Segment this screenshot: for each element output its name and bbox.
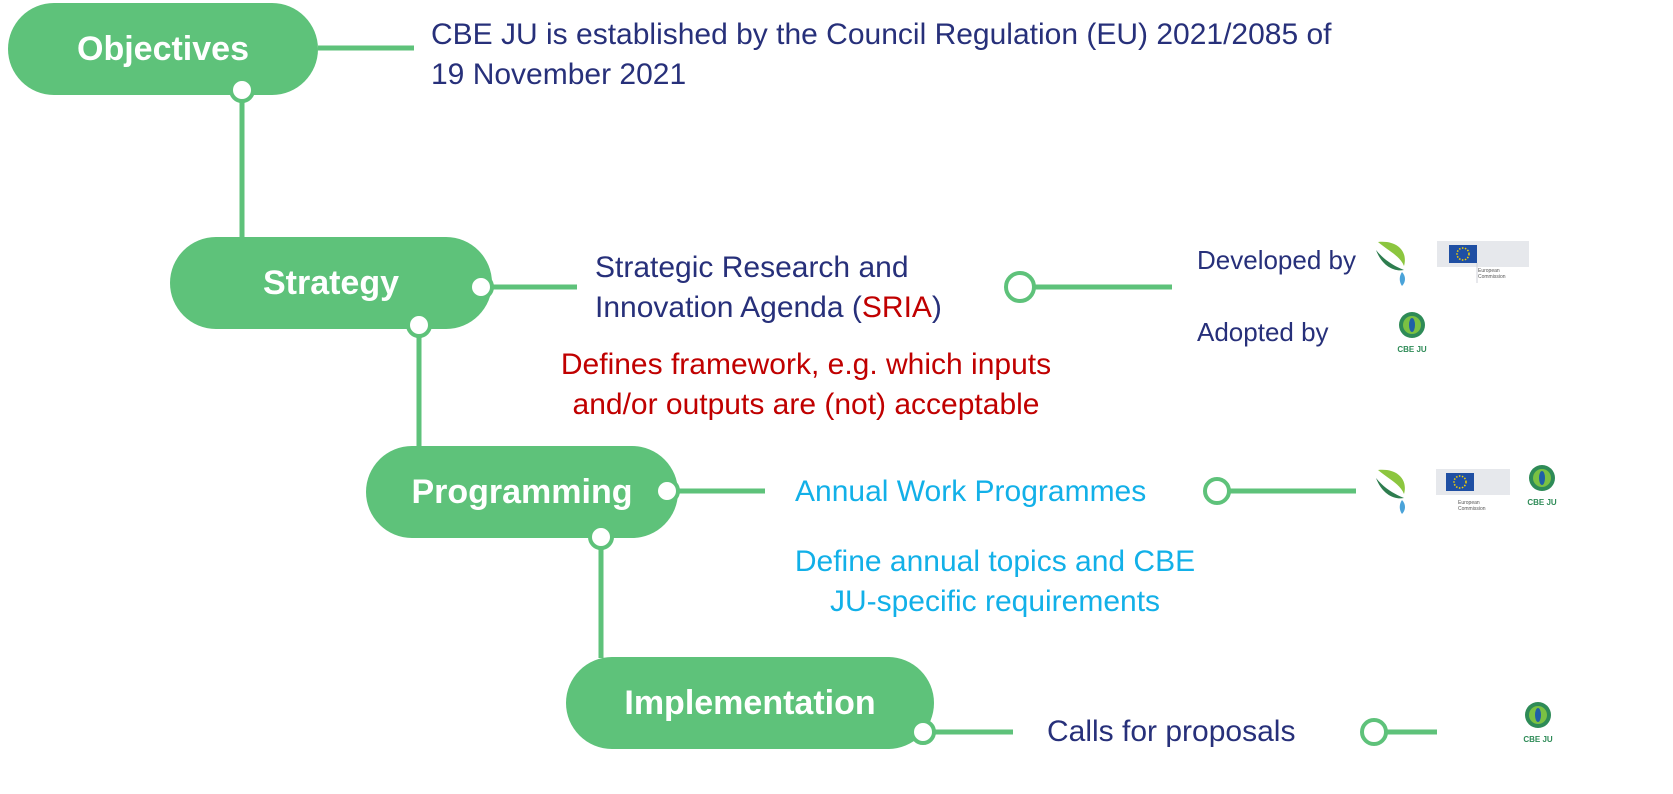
objectives-description: CBE JU is established by the Council Reg… (431, 15, 1631, 95)
ec-logo-caption: European Commission (1478, 268, 1506, 280)
cbe-ju-label: CBE JU (1527, 498, 1557, 507)
sria-note: Defines framework, e.g. which inputs and… (486, 345, 1126, 425)
sria-title-prefix: Innovation Agenda ( (595, 291, 862, 324)
stage-implementation-label: Implementation (624, 683, 876, 722)
cbe-ju-logo: CBE JU (1392, 310, 1432, 354)
developed-by-label: Developed by (1197, 245, 1356, 275)
ec-caption-line-1: European (1478, 268, 1500, 274)
european-commission-logo (1436, 469, 1510, 495)
sria-title-suffix: ) (931, 291, 942, 324)
cbe-ju-emblem-icon (1529, 465, 1555, 491)
bio-based-leaf-logo (1376, 469, 1405, 514)
objectives-line-1: CBE JU is established by the Council Reg… (431, 18, 1332, 51)
bio-based-leaf-logo (1376, 241, 1405, 286)
cbe-ju-logo: CBE JU (1518, 700, 1558, 744)
stage-objectives: Objectives (8, 3, 318, 95)
cbe-ju-emblem-icon (1525, 702, 1551, 728)
ec-caption-line-2: Commission (1458, 506, 1486, 512)
adopted-by-label: Adopted by (1197, 317, 1329, 347)
cbe-ju-label: CBE JU (1397, 345, 1427, 354)
stage-programming-label: Programming (411, 472, 633, 511)
sria-acronym: SRIA (861, 291, 932, 324)
european-commission-logo (1437, 241, 1529, 283)
awp-note-line-2: JU-specific requirements (829, 585, 1161, 618)
awp-note: Define annual topics and CBE JU-specific… (730, 542, 1260, 622)
sria-title-line-2: Innovation Agenda (SRIA) (595, 288, 1025, 328)
stage-programming: Programming (366, 446, 678, 538)
sria-title: Strategic Research and Innovation Agenda… (595, 248, 1025, 328)
cbe-ju-emblem-icon (1399, 312, 1425, 338)
awp-title: Annual Work Programmes (795, 475, 1147, 508)
stage-strategy: Strategy (170, 237, 492, 329)
awp-note-line-1: Define annual topics and CBE (794, 545, 1196, 578)
calls-title: Calls for proposals (1047, 715, 1296, 748)
ec-caption-line-2: Commission (1478, 274, 1506, 280)
sria-note-line-1: Defines framework, e.g. which inputs (560, 348, 1052, 381)
objectives-line-2: 19 November 2021 (431, 58, 687, 91)
stage-objectives-label: Objectives (77, 29, 249, 68)
sria-note-line-2: and/or outputs are (not) acceptable (572, 388, 1040, 421)
ec-logo-caption: European Commission (1458, 500, 1486, 512)
stage-implementation: Implementation (566, 657, 934, 749)
stage-strategy-label: Strategy (262, 263, 400, 302)
cbe-ju-label: CBE JU (1523, 735, 1553, 744)
sria-title-line-1: Strategic Research and (595, 251, 909, 284)
ec-caption-line-1: European (1458, 500, 1480, 506)
cbe-ju-logo: CBE JU (1522, 463, 1562, 507)
